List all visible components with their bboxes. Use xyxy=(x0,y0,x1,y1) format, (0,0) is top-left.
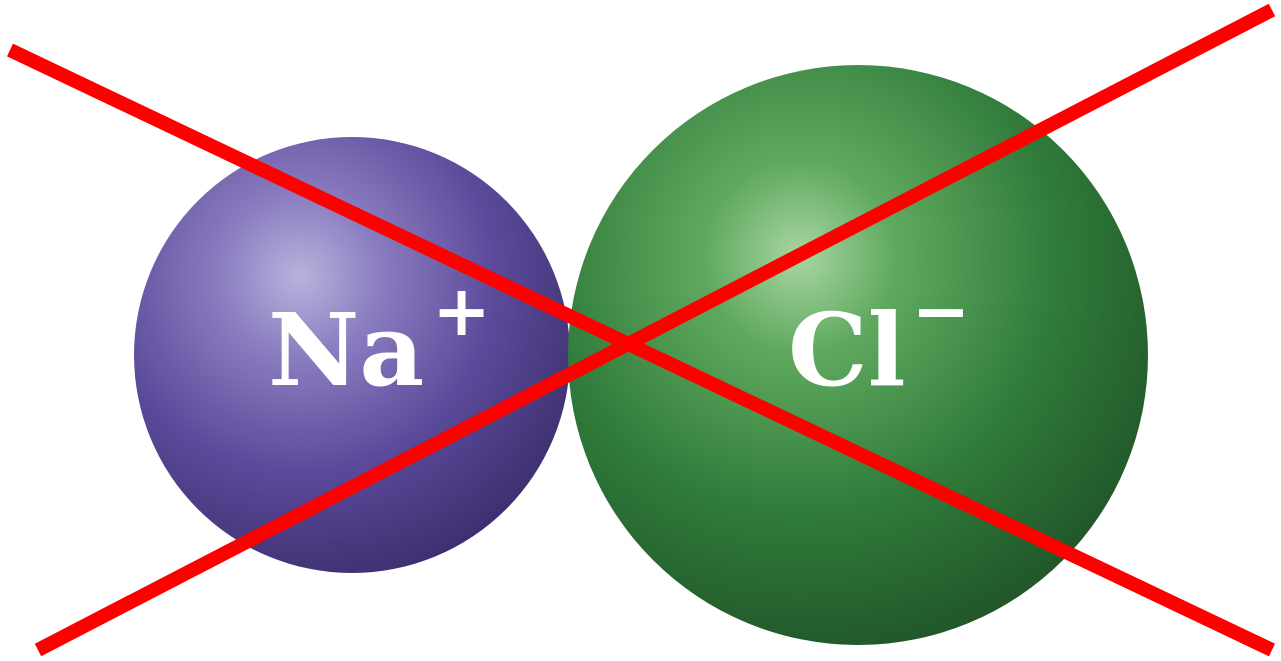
chloride-ion-label: Cl− xyxy=(788,269,970,409)
sodium-ion-sphere xyxy=(134,137,570,573)
sodium-charge: + xyxy=(432,269,491,352)
sodium-ion-label: Na+ xyxy=(268,269,491,409)
chloride-ion-sphere xyxy=(568,65,1148,645)
cross-out-mark-icon xyxy=(6,3,1276,657)
chloride-symbol: Cl xyxy=(788,291,906,409)
chloride-ion: Cl− xyxy=(568,65,1148,645)
sodium-ion: Na+ xyxy=(134,137,570,573)
chloride-charge: − xyxy=(912,269,971,352)
sodium-symbol: Na xyxy=(268,291,424,409)
cross-out-line-ascending xyxy=(34,3,1276,657)
cross-out-line-descending xyxy=(6,43,1276,657)
